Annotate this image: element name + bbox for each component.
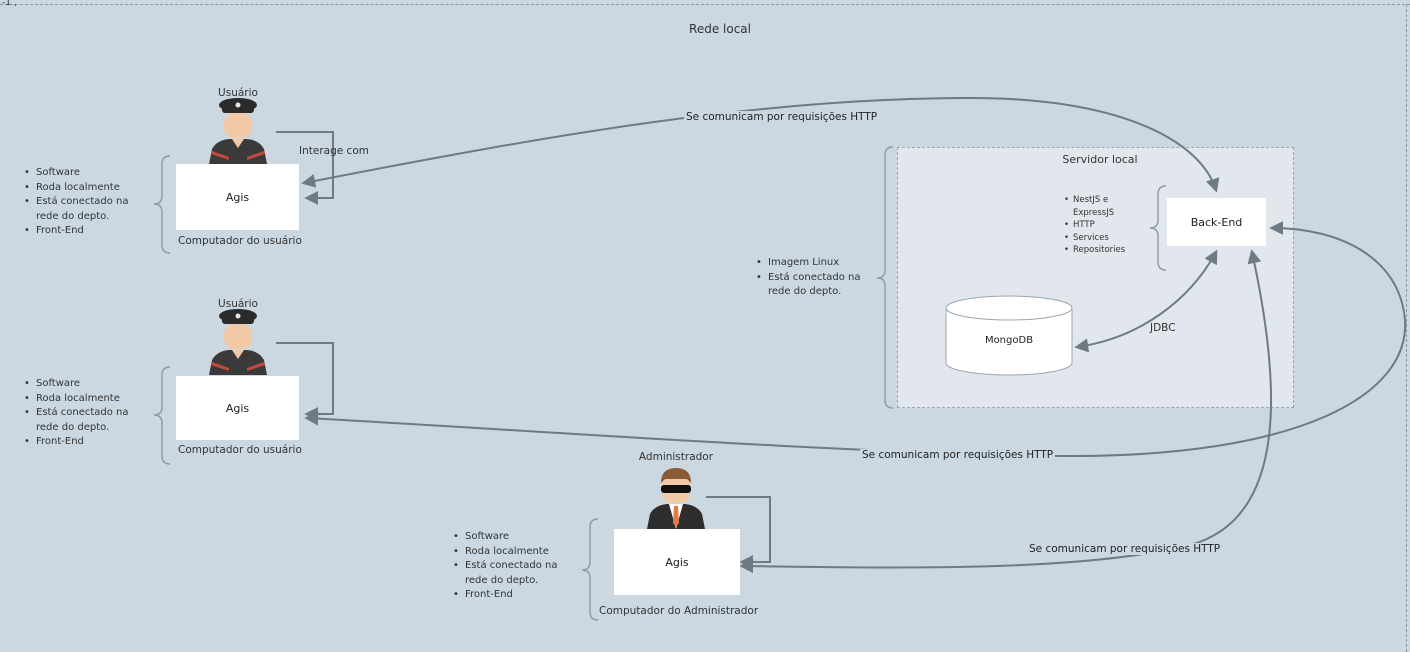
police-officer-icon — [209, 309, 267, 375]
list-item: Front-End — [22, 224, 147, 239]
server-bullets: Imagem Linux Está conectado na rede do d… — [754, 256, 870, 300]
user2-agis-box: Agis — [176, 376, 299, 440]
server-bullets-brace — [876, 146, 894, 409]
interacts-label: Interage com — [299, 145, 369, 157]
list-item: Services — [1062, 232, 1148, 245]
backend-bullets-brace — [1149, 185, 1167, 271]
list-item: Front-End — [451, 588, 576, 603]
admin-bullets: Software Roda localmente Está conectado … — [451, 530, 576, 603]
list-item: Roda localmente — [451, 545, 576, 560]
list-item: Roda localmente — [22, 181, 147, 196]
list-item: HTTP — [1062, 219, 1148, 232]
list-item: Roda localmente — [22, 392, 147, 407]
user2-agis-label: Agis — [225, 401, 250, 415]
jdbc-label: JDBC — [1150, 322, 1176, 334]
user2-bullets: Software Roda localmente Está conectado … — [22, 377, 147, 450]
user1-http-label: Se comunicam por requisições HTTP — [684, 111, 880, 123]
list-item: Está conectado na rede do depto. — [754, 271, 870, 300]
user2-computer-label: Computador do usuário — [178, 444, 302, 456]
list-item: NestJS e ExpressJS — [1062, 194, 1148, 219]
list-item: Está conectado na rede do depto. — [451, 559, 576, 588]
admin-computer-label: Computador do Administrador — [599, 605, 759, 617]
user1-role-label: Usuário — [218, 87, 258, 99]
user1-backend-http-arrow — [301, 96, 1220, 193]
backend-box: Back-End — [1167, 198, 1266, 246]
frame-right-border — [1406, 4, 1407, 652]
list-item: Está conectado na rede do depto. — [22, 406, 147, 435]
admin-role-label: Administrador — [638, 451, 714, 463]
user1-bullets-brace — [153, 155, 171, 254]
user2-http-label: Se comunicam por requisições HTTP — [860, 449, 1056, 461]
user1-interacts-arrow — [276, 131, 334, 205]
diagram-title: Rede local — [689, 22, 751, 36]
admin-agis-label: Agis — [665, 555, 689, 569]
list-item: Software — [22, 166, 147, 181]
backend-label: Back-End — [1190, 215, 1243, 229]
admin-http-label: Se comunicam por requisições HTTP — [1027, 543, 1223, 555]
user1-agis-label: Agis — [225, 190, 250, 204]
user2-bullets-brace — [153, 366, 171, 465]
corner-mark: -1 , — [2, 0, 17, 8]
list-item: Software — [451, 530, 576, 545]
list-item: Está conectado na rede do depto. — [22, 195, 147, 224]
user1-computer-label: Computador do usuário — [178, 235, 302, 247]
admin-agis-box: Agis — [614, 529, 740, 595]
admin-bullets-brace — [581, 518, 599, 621]
list-item: Software — [22, 377, 147, 392]
database-label: MongoDB — [984, 335, 1034, 346]
user1-agis-box: Agis — [176, 164, 299, 230]
database-cylinder-icon — [945, 295, 1073, 376]
police-officer-icon — [209, 98, 267, 164]
backend-bullets: NestJS e ExpressJS HTTP Services Reposit… — [1062, 194, 1148, 257]
frame-top-border — [0, 4, 1410, 5]
user1-bullets: Software Roda localmente Está conectado … — [22, 166, 147, 239]
list-item: Front-End — [22, 435, 147, 450]
user2-role-label: Usuário — [218, 298, 258, 310]
businessman-icon — [647, 468, 705, 529]
server-title: Servidor local — [1062, 153, 1138, 166]
list-item: Imagem Linux — [754, 256, 870, 271]
list-item: Repositories — [1062, 244, 1148, 257]
jdbc-arrow — [1074, 249, 1218, 353]
